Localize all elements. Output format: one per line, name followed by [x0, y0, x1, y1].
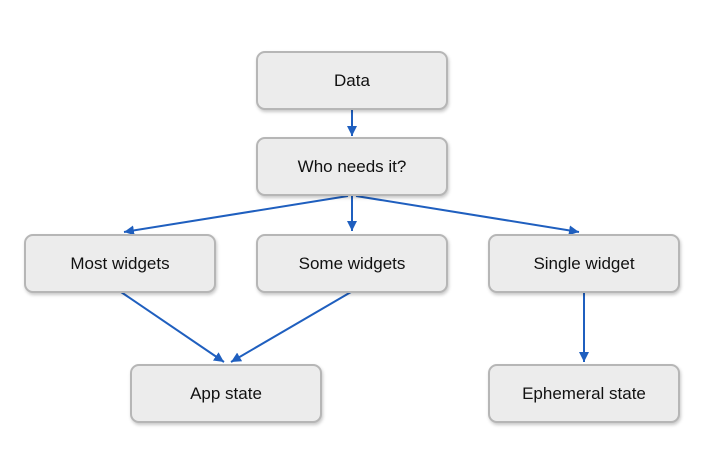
edge-some-widgets-to-app-state — [230, 291, 352, 363]
node-ephemeral-state: Ephemeral state — [488, 364, 680, 423]
node-app-state-label: App state — [190, 383, 262, 403]
node-data: Data — [256, 51, 448, 110]
node-data-label: Data — [334, 70, 370, 90]
node-some-widgets: Some widgets — [256, 234, 448, 293]
node-most-widgets-label: Most widgets — [70, 253, 170, 273]
node-single-widget: Single widget — [488, 234, 680, 293]
node-app-state: App state — [130, 364, 322, 423]
node-ephemeral-state-label: Ephemeral state — [522, 383, 646, 403]
node-who-needs-it-label: Who needs it? — [297, 156, 407, 176]
edge-most-widgets-to-app-state — [120, 291, 225, 363]
edge-who-needs-it-to-single-widget — [355, 195, 580, 236]
node-single-widget-label: Single widget — [533, 253, 635, 273]
node-most-widgets: Most widgets — [24, 234, 216, 293]
node-some-widgets-label: Some widgets — [298, 253, 406, 273]
edge-who-needs-it-to-most-widgets — [123, 195, 349, 236]
node-who-needs-it: Who needs it? — [256, 137, 448, 196]
